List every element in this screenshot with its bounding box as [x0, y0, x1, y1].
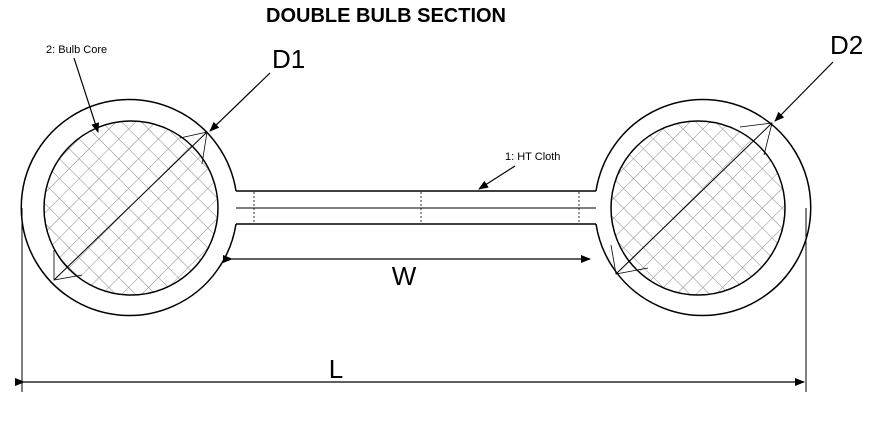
- dimension-w: W: [223, 255, 591, 291]
- callout-bulb-core: 2: Bulb Core: [46, 44, 107, 133]
- right-bulb: [595, 98, 812, 317]
- left-bulb-core: [43, 120, 219, 296]
- label-d1: D1: [272, 44, 305, 74]
- label-ht-cloth: 1: HT Cloth: [505, 151, 560, 163]
- callout-d1: D1: [209, 44, 305, 132]
- label-w: W: [392, 261, 417, 291]
- callout-d2: D2: [774, 30, 863, 122]
- label-d2: D2: [830, 30, 863, 60]
- d2-diameter-line: [615, 122, 773, 275]
- dimension-l: L: [15, 208, 807, 392]
- label-bulb-core: 2: Bulb Core: [46, 44, 107, 56]
- left-bulb: [20, 98, 237, 317]
- right-bulb-core: [610, 120, 786, 296]
- callout-ht-cloth: 1: HT Cloth: [478, 151, 560, 190]
- ht-cloth-strip: [236, 190, 596, 225]
- d1-diameter-line: [53, 131, 208, 281]
- diagram-title: DOUBLE BULB SECTION: [266, 5, 506, 27]
- label-l: L: [329, 354, 343, 384]
